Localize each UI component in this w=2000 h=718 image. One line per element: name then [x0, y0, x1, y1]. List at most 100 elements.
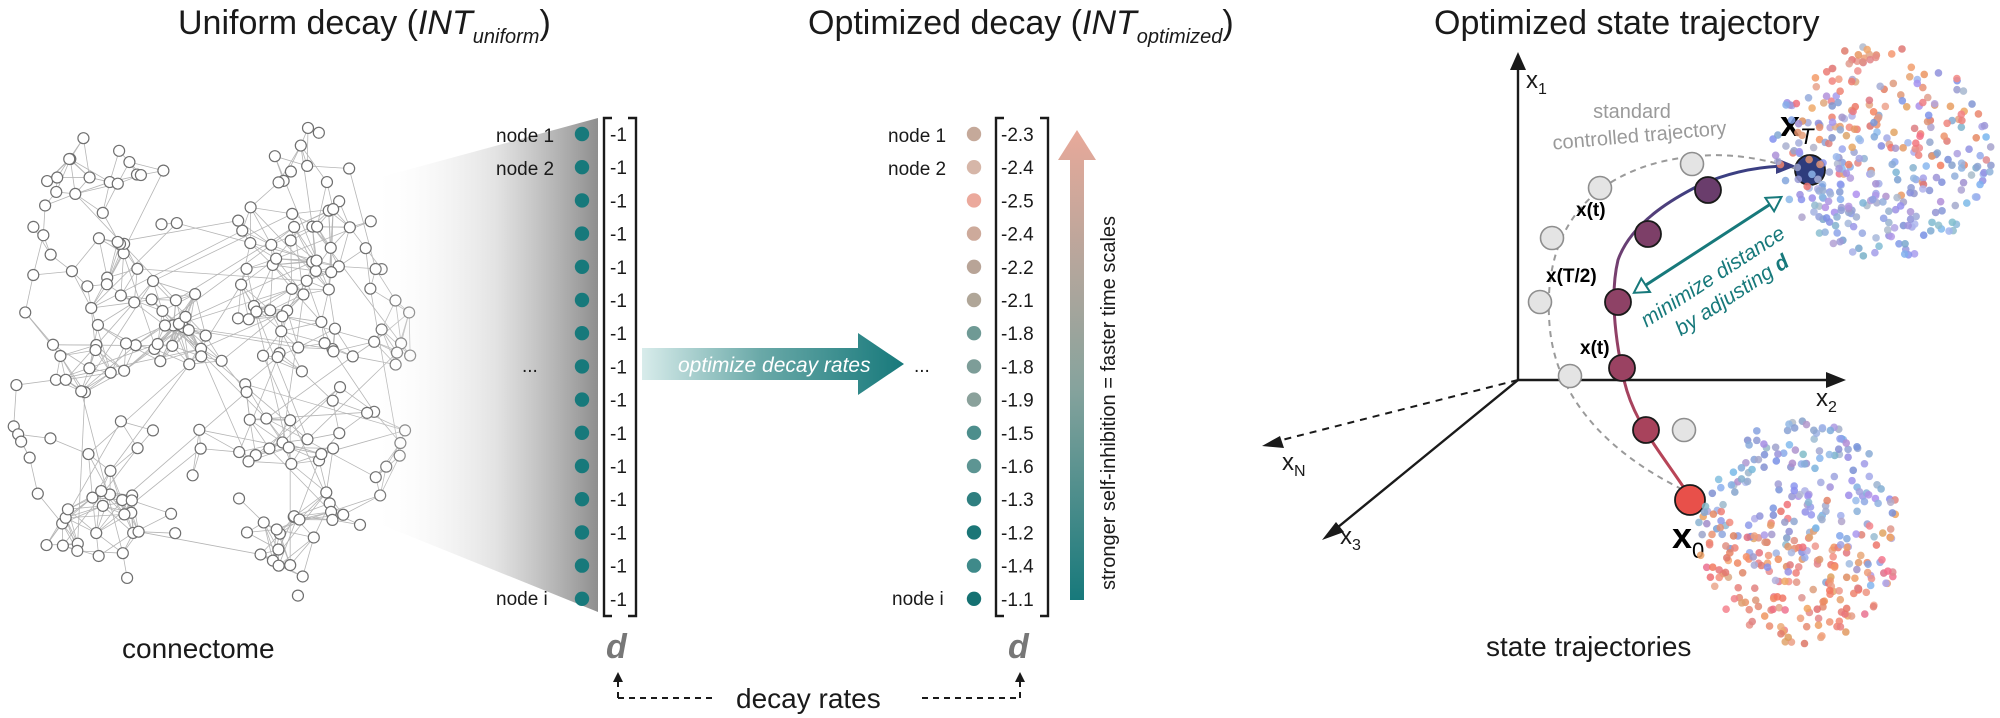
brain-state-dot: [1809, 585, 1817, 594]
connectome-node: [268, 150, 281, 163]
optimize-decay-arrow: [642, 333, 904, 395]
brain-state-dot: [1842, 604, 1851, 613]
brain-state-dot: [1716, 523, 1725, 532]
brain-state-dot: [1825, 218, 1834, 226]
standard-state-point: [1527, 289, 1553, 315]
brain-state-dot: [1734, 583, 1743, 592]
brain-state-dot: [1877, 485, 1885, 493]
brain-state-dot: [1835, 164, 1843, 173]
brain-state-dot: [1943, 119, 1951, 128]
connectome-node: [39, 199, 52, 212]
brain-state-dot: [1782, 101, 1790, 109]
brain-state-dot: [1775, 485, 1783, 494]
brain-state-dot: [1828, 77, 1837, 85]
connectome-node: [310, 220, 324, 233]
connectome-node: [282, 441, 295, 454]
connectome-node: [215, 354, 228, 367]
connectome-node: [232, 214, 245, 227]
brain-state-dot: [1953, 149, 1962, 158]
uniform-node-dot: [574, 525, 590, 540]
connectome-node: [240, 526, 254, 539]
brain-state-dot: [1792, 99, 1801, 108]
brain-state-dot: [1875, 242, 1883, 250]
brain-state-dot: [1853, 507, 1861, 516]
brain-state-dot: [1919, 185, 1927, 193]
optimized-node-dot: [966, 525, 982, 540]
brain-state-dot: [1798, 213, 1806, 222]
brain-state-dot: [1856, 551, 1865, 560]
connectome-node: [343, 162, 356, 175]
brain-state-dot: [1760, 440, 1768, 448]
brain-state-dot: [1808, 194, 1817, 202]
connectome-node: [51, 171, 64, 184]
minimize-distance-text: minimize distance by adjusting d: [1637, 222, 1795, 341]
uniform-decay-value: -1: [610, 158, 627, 179]
initial-state-x0: [1674, 484, 1706, 516]
uniform-decay-value: -1: [610, 191, 627, 212]
connectome-node: [272, 559, 285, 572]
brain-state-dot: [1835, 188, 1844, 196]
xt-bottom-label: x(t): [1580, 338, 1610, 359]
uniform-decay-value: -1: [610, 225, 627, 246]
brain-state-dot: [1837, 517, 1846, 526]
brain-state-dot: [1814, 614, 1823, 623]
connectome-node: [199, 329, 212, 342]
brain-state-dot: [1863, 45, 1871, 54]
brain-state-dot: [1919, 83, 1927, 92]
brain-state-dot: [1748, 617, 1757, 626]
optimized-decay-value: -2.3: [1001, 125, 1034, 146]
optimized-decay-value: -2.4: [1001, 225, 1034, 246]
connectome-node: [328, 322, 342, 335]
brain-state-dot: [1858, 229, 1867, 238]
brain-state-dot: [1801, 508, 1810, 516]
brain-state-dot: [1841, 47, 1849, 55]
connectome-node: [315, 315, 328, 329]
brain-state-dot: [1719, 500, 1727, 509]
connectome-node: [293, 513, 306, 526]
uniform-decay-value: -1: [610, 490, 627, 511]
decay-rates-label: decay rates: [736, 683, 881, 714]
brain-state-dot: [1906, 207, 1915, 216]
brain-state-dot: [1909, 163, 1917, 172]
brain-state-dot: [1819, 99, 1828, 107]
brain-state-dot: [1785, 440, 1794, 449]
brain-state-dot: [1953, 74, 1961, 83]
brain-state-dot: [1773, 592, 1782, 601]
brain-state-dot: [1721, 568, 1730, 577]
connectome-node: [86, 491, 99, 504]
brain-state-dot: [1715, 573, 1724, 582]
brain-state-dot: [1885, 207, 1893, 216]
optimized-title: Optimized decay (INToptimized): [808, 4, 1234, 48]
uniform-ellipsis: ...: [522, 356, 538, 377]
uniform-decay-value: -1: [610, 291, 627, 312]
uniform-left-bracket: [602, 116, 612, 618]
brain-state-dot: [1760, 450, 1769, 459]
optimized-node-dot: [966, 326, 982, 341]
brain-state-dot: [1792, 578, 1801, 586]
axis-x3-label: x3: [1340, 523, 1361, 554]
brain-state-dot: [1982, 133, 1990, 141]
brain-state-dot: [1860, 610, 1869, 618]
connectome-node: [23, 451, 36, 464]
uniform-node-i-label: node i: [496, 589, 548, 610]
connectome-node: [113, 144, 126, 157]
brain-state-dot: [1795, 139, 1803, 147]
brain-state-dot: [1938, 178, 1946, 186]
brain-state-dot: [1834, 445, 1843, 454]
uniform-node-dot: [574, 492, 590, 507]
brain-state-dot: [1926, 227, 1935, 235]
brain-state-dot: [1725, 518, 1734, 527]
brain-state-dot: [1818, 515, 1826, 524]
brain-state-dot: [1760, 612, 1769, 620]
brain-state-dot: [1842, 549, 1851, 557]
brain-state-dot: [1836, 595, 1845, 604]
brain-state-dot: [1701, 502, 1710, 511]
brain-state-dot: [1783, 426, 1792, 435]
brain-state-dot: [1777, 507, 1785, 516]
brain-state-dot: [1904, 138, 1912, 147]
xT2-label: x(T/2): [1546, 266, 1597, 287]
brain-state-dot: [1767, 530, 1776, 539]
connectome-node: [83, 362, 96, 375]
optimized-decay-value: -1.1: [1001, 590, 1034, 611]
